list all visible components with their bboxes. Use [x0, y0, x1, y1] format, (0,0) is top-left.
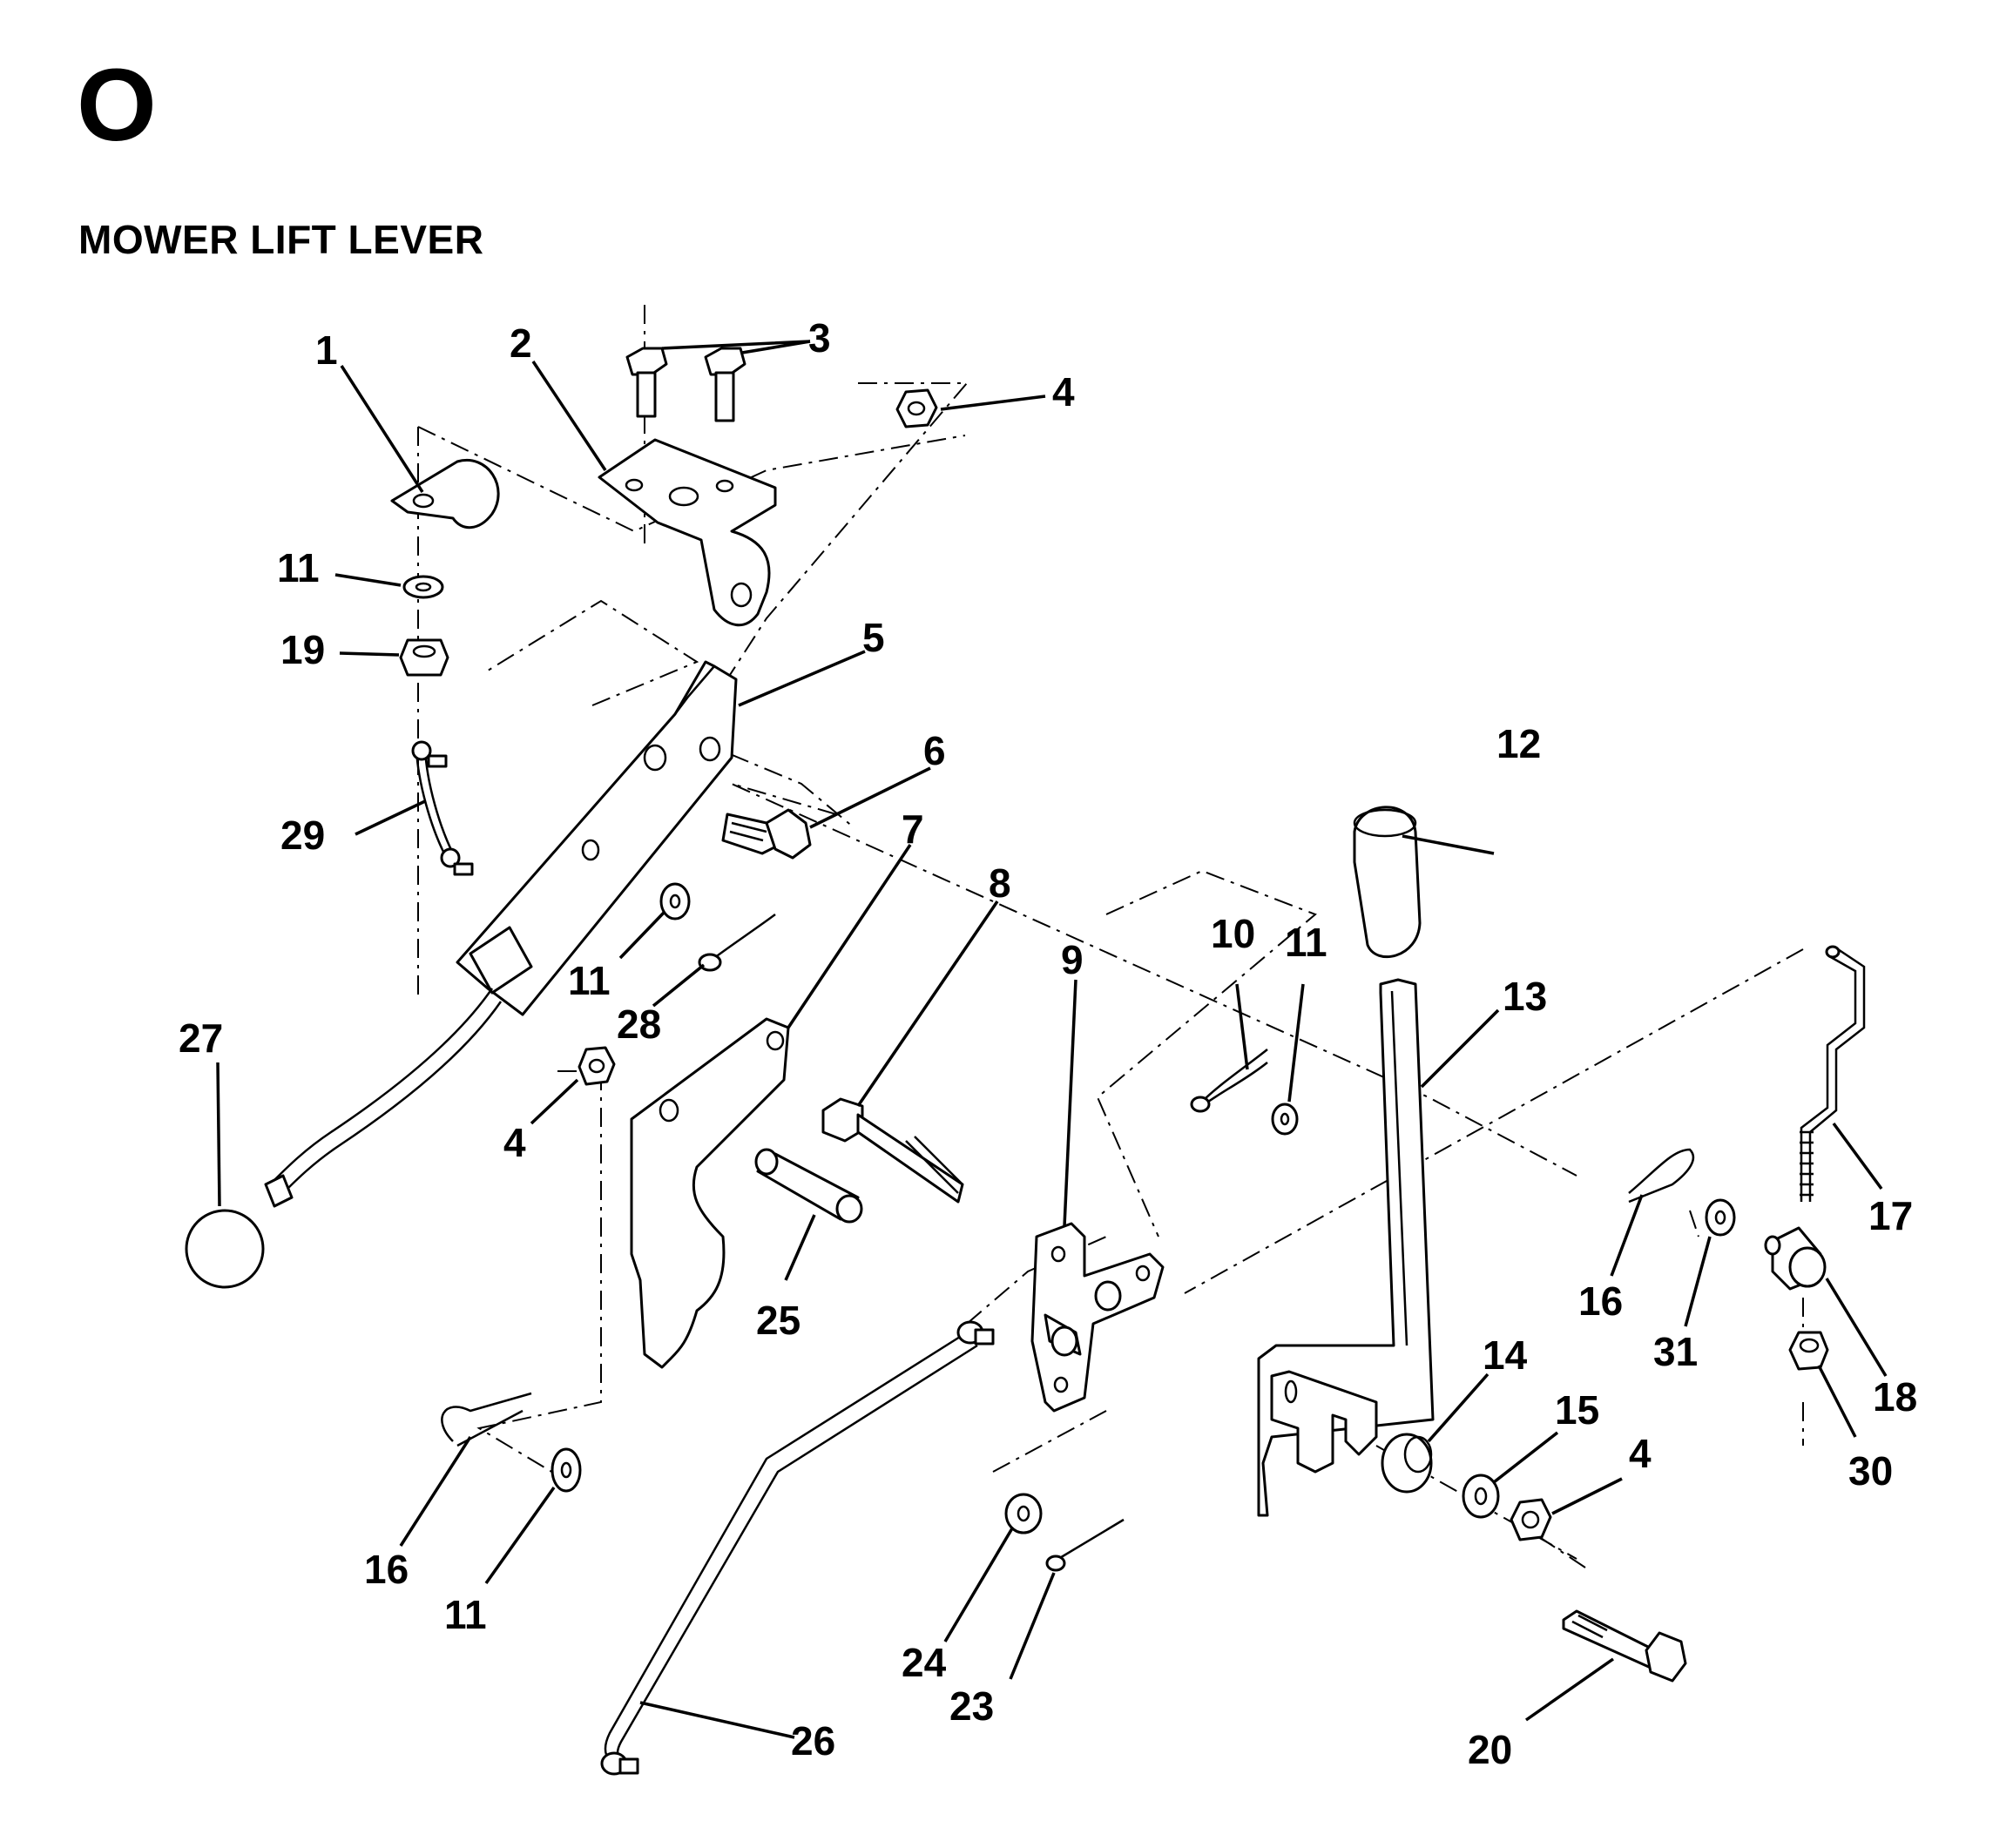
part-26-rod [600, 1320, 995, 1776]
part-15-washer [1462, 1474, 1500, 1519]
part-11-washer-left [551, 1447, 582, 1493]
part-11-washer-mid [659, 882, 691, 921]
part-24-washer [1004, 1493, 1043, 1534]
section-letter: O [77, 48, 157, 163]
callout-labels: 1 2 3 4 11 19 5 6 29 7 8 12 9 10 11 13 1… [179, 315, 1917, 1772]
callout-11: 11 [444, 1592, 487, 1637]
callout-27: 27 [179, 1015, 223, 1061]
callout-8: 8 [989, 860, 1011, 906]
callout-14: 14 [1483, 1332, 1528, 1378]
section-title: MOWER LIFT LEVER [78, 217, 484, 262]
callout-16: 16 [364, 1547, 409, 1592]
part-10-cotter-pin [1190, 1049, 1268, 1113]
part-20-bolt [1562, 1609, 1687, 1683]
callout-4: 4 [1052, 369, 1075, 415]
callout-1: 1 [315, 327, 338, 373]
callout-17: 17 [1868, 1193, 1913, 1238]
leader-lines [216, 340, 1888, 1739]
callout-11: 11 [1285, 920, 1327, 965]
part-7-plate [630, 1017, 790, 1369]
callout-28: 28 [617, 1002, 661, 1047]
part-28-cotter-pin [698, 913, 776, 972]
part-6-bolt [721, 808, 812, 860]
callout-26: 26 [791, 1718, 835, 1764]
callout-4: 4 [1629, 1431, 1652, 1476]
part-27-ball [185, 1209, 265, 1289]
part-11-washer-top [402, 575, 444, 599]
part-4-nut-mid [578, 1046, 616, 1086]
part-2-bracket [598, 438, 777, 627]
part-5-lift-arm [264, 660, 738, 1208]
part-9-pivot-plate [1030, 1222, 1165, 1413]
callout-18: 18 [1873, 1374, 1917, 1420]
part-14-bushing [1381, 1433, 1433, 1494]
part-19-nut [399, 638, 449, 677]
part-1-clip [390, 458, 500, 529]
callout-7: 7 [902, 806, 924, 852]
part-31-washer [1705, 1198, 1736, 1237]
part-29-link [411, 740, 474, 876]
part-12-knob [1353, 806, 1422, 959]
callout-20: 20 [1468, 1727, 1512, 1772]
callout-19: 19 [280, 627, 325, 672]
callout-11: 11 [277, 545, 320, 590]
part-3-bolts [625, 347, 746, 422]
part-23-cotter-pin [1045, 1518, 1125, 1572]
part-4-nut-right [1510, 1498, 1552, 1541]
callout-15: 15 [1555, 1387, 1599, 1433]
callout-5: 5 [862, 615, 885, 660]
callout-30: 30 [1848, 1448, 1893, 1494]
callout-11: 11 [568, 958, 611, 1003]
part-11-washer-right [1271, 1103, 1299, 1136]
callout-6: 6 [923, 728, 946, 773]
callout-29: 29 [280, 813, 325, 858]
part-30-nut [1788, 1331, 1829, 1371]
part-17-rod [1800, 945, 1866, 1202]
callout-9: 9 [1061, 937, 1084, 982]
part-4-nut-top [895, 388, 938, 428]
callout-24: 24 [902, 1640, 947, 1685]
callout-25: 25 [756, 1298, 800, 1343]
part-16-hairpin-right [1628, 1148, 1695, 1204]
callout-2: 2 [510, 320, 532, 366]
callout-3: 3 [808, 315, 831, 361]
callout-23: 23 [949, 1683, 994, 1729]
part-18-swivel [1764, 1226, 1827, 1291]
callout-16: 16 [1578, 1278, 1623, 1324]
part-8-long-bolt [821, 1097, 964, 1204]
callout-13: 13 [1503, 974, 1547, 1019]
callout-10: 10 [1211, 911, 1255, 956]
callout-12: 12 [1496, 721, 1541, 766]
part-13-lever [1257, 978, 1435, 1517]
part-25-spacer [754, 1148, 863, 1224]
callout-31: 31 [1653, 1329, 1698, 1374]
callout-4: 4 [503, 1120, 526, 1165]
